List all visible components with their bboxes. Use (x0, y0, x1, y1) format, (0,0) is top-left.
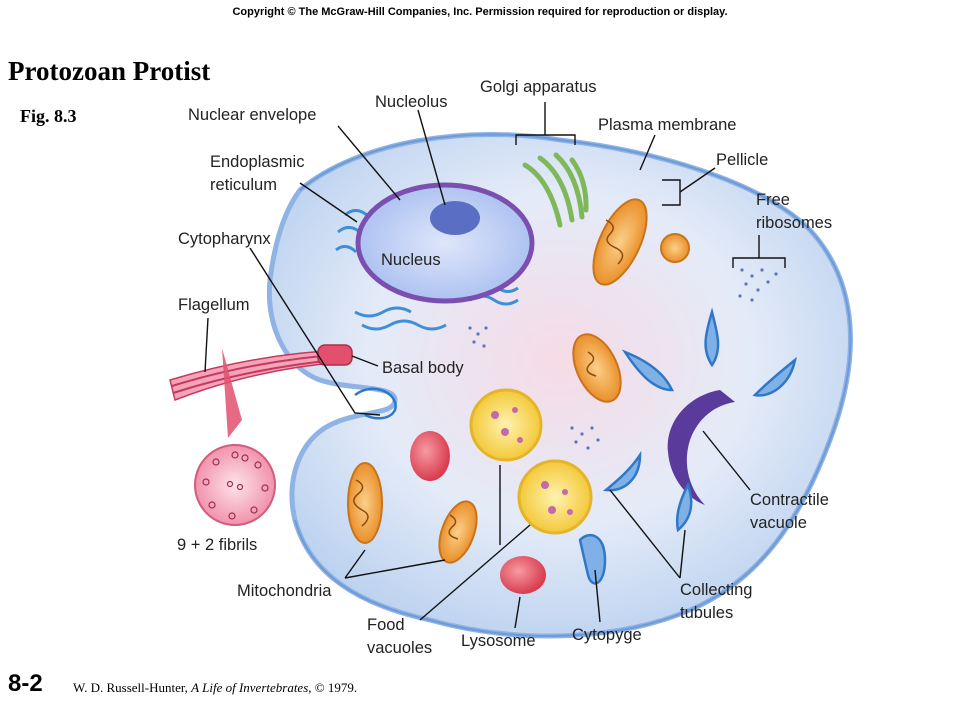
label-nucleolus: Nucleolus (375, 93, 447, 111)
label-cytopyge: Cytopyge (572, 626, 642, 644)
credit-year: , © 1979. (308, 680, 358, 695)
label-mitochondria: Mitochondria (237, 582, 332, 600)
label-lysosome: Lysosome (461, 632, 536, 650)
source-credit: W. D. Russell-Hunter, A Life of Inverteb… (73, 680, 357, 696)
flagellum (169, 344, 353, 438)
label-fibrils: 9 + 2 fibrils (177, 536, 257, 554)
label-free-ribosomes-1: Free (756, 191, 790, 209)
pellicle-outline (294, 133, 852, 637)
label-free-ribosomes-2: ribosomes (756, 214, 832, 232)
mitochondrion (347, 462, 383, 544)
lysosome (500, 556, 546, 594)
copyright-notice: Copyright © The McGraw-Hill Companies, I… (232, 6, 728, 18)
label-flagellum: Flagellum (178, 296, 250, 314)
label-contractile-vacuole-1: Contractile (750, 491, 829, 509)
label-cytopharynx: Cytopharynx (178, 230, 271, 248)
food-vacuole (469, 388, 543, 462)
label-collecting-tubules-2: tubules (680, 604, 733, 622)
label-plasma-membrane: Plasma membrane (598, 116, 736, 134)
slide-title: Protozoan Protist (8, 56, 211, 86)
fibril-doublets (202, 451, 269, 520)
mitochondrion (438, 500, 478, 564)
cytopyge (578, 534, 607, 585)
label-golgi-apparatus: Golgi apparatus (480, 78, 597, 96)
label-pellicle: Pellicle (716, 151, 768, 169)
nucleus (355, 182, 535, 304)
label-endoplasmic-reticulum-2: reticulum (210, 176, 277, 194)
food-vacuole (517, 459, 593, 535)
leader-lines (204, 102, 786, 629)
label-collecting-tubules-1: Collecting (680, 581, 752, 599)
mitochondria-group (347, 198, 690, 564)
mitochondrion (572, 333, 622, 403)
figure-number: Fig. 8.3 (20, 106, 77, 126)
credit-book-title: A Life of Invertebrates (191, 680, 309, 695)
slide-number: 8-2 (8, 670, 43, 697)
label-nucleus: Nucleus (381, 251, 441, 269)
credit-author: W. D. Russell-Hunter, (73, 680, 192, 695)
mitochondrion (660, 233, 690, 263)
collecting-tubules (602, 307, 797, 533)
cytopharynx (354, 387, 397, 420)
golgi-apparatus (522, 152, 589, 228)
lysosome (410, 431, 450, 481)
label-food-vacuoles-2: vacuoles (367, 639, 432, 657)
label-basal-body: Basal body (382, 359, 464, 377)
label-endoplasmic-reticulum-1: Endoplasmic (210, 153, 304, 171)
mitochondrion (592, 198, 648, 286)
food-vacuoles-group (469, 388, 593, 535)
free-ribosomes (468, 268, 778, 450)
label-contractile-vacuole-2: vacuole (750, 514, 807, 532)
contractile-vacuole (667, 390, 735, 505)
nucleolus (430, 201, 480, 235)
label-food-vacuoles-1: Food (367, 616, 405, 634)
label-nuclear-envelope: Nuclear envelope (188, 106, 316, 124)
